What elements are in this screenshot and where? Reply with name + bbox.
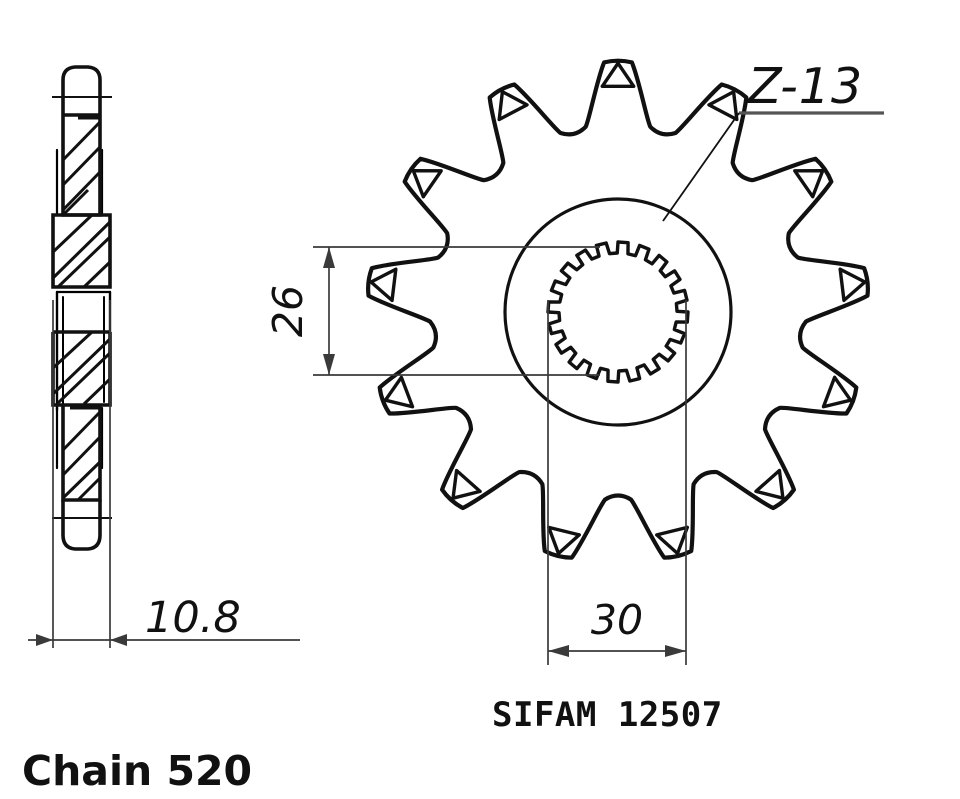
section-lower-tooth	[52, 405, 112, 551]
tooth-notch	[497, 90, 529, 122]
section-hatch-upper	[61, 116, 102, 217]
sprocket-face-view: 26 30 Z-13 SIFAM 12507	[264, 58, 884, 735]
tooth-tip-notches	[369, 61, 867, 556]
tooth-notch	[411, 168, 443, 199]
dimension-30: 30	[547, 300, 687, 665]
tooth-notch	[451, 468, 482, 500]
tooth-notch	[821, 375, 853, 409]
chain-spec-label: Chain 520	[22, 747, 252, 795]
section-profile-thin-lines	[55, 148, 104, 470]
tooth-notch	[383, 375, 415, 409]
section-hatch-upper-flange	[51, 213, 112, 289]
part-number-label: SIFAM 12507	[492, 695, 723, 735]
tooth-notch	[600, 61, 636, 88]
dimension-thickness-10-8: 10.8	[28, 300, 300, 648]
sprocket-teeth-outline	[366, 58, 870, 560]
dimension-label-30: 30	[591, 596, 643, 644]
dimension-label-10-8: 10.8	[145, 593, 241, 643]
section-center-web	[55, 290, 112, 412]
tooth-notch	[655, 525, 689, 556]
section-hatch-lower	[61, 406, 102, 502]
tooth-notch	[793, 168, 825, 199]
cross-section-side-view: 10.8	[28, 65, 300, 648]
dimension-26: 26	[264, 246, 600, 376]
tooth-count-label: Z-13	[746, 58, 863, 115]
tooth-count-annotation: Z-13	[662, 58, 884, 222]
tooth-notch	[707, 90, 739, 122]
section-hatch-lower-flange	[51, 330, 112, 406]
section-upper-tooth	[52, 65, 112, 217]
section-lower-flange	[51, 330, 112, 407]
tooth-notch	[369, 267, 398, 303]
tooth-notch	[547, 525, 581, 556]
tooth-notch	[754, 468, 785, 500]
section-upper-flange	[51, 213, 112, 294]
hub-circle	[503, 197, 733, 427]
dimension-label-26: 26	[264, 285, 312, 337]
tooth-notch	[838, 267, 867, 303]
splined-bore	[546, 240, 690, 384]
